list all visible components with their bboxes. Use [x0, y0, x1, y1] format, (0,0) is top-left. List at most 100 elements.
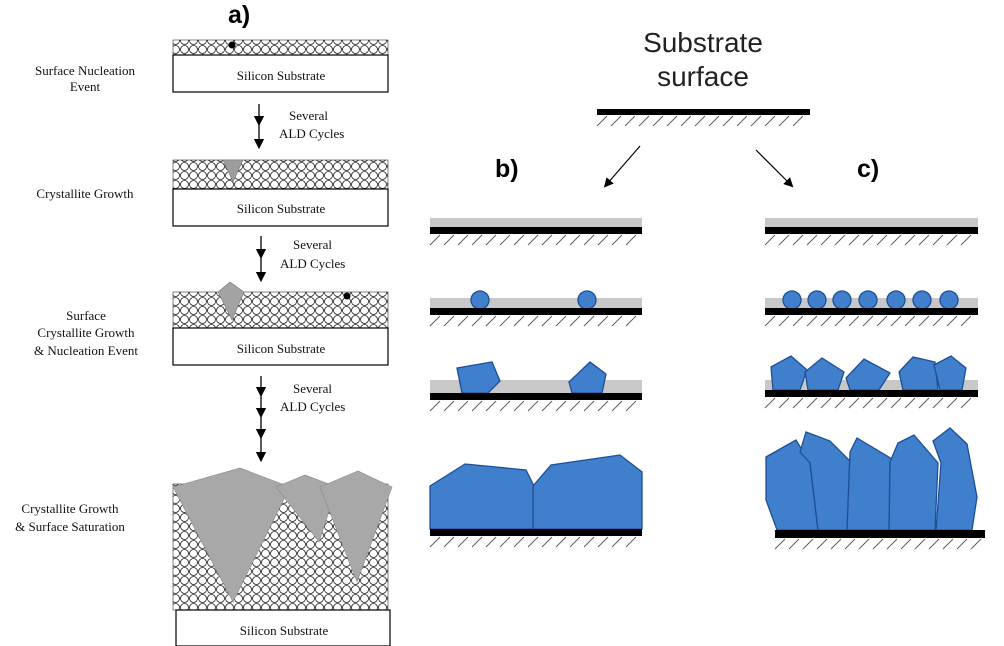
crystal-nucleus: [886, 290, 906, 310]
hatch-line: [527, 234, 539, 246]
arrow-to-c: [755, 149, 794, 188]
hatch-marks: [764, 397, 972, 409]
silicon-substrate-label: Silicon Substrate: [237, 201, 326, 216]
hatch-line: [569, 400, 581, 412]
hatch-line: [858, 538, 870, 550]
hatch-line: [596, 115, 608, 127]
substrate-title-line1: Substrate: [643, 27, 763, 58]
hatch-line: [890, 234, 902, 246]
substrate-bar: [775, 530, 985, 538]
hatch-line: [848, 234, 860, 246]
crystal-grain: [770, 355, 808, 391]
substrate-surface-header: Substrate surface: [596, 27, 810, 188]
hatch-line: [764, 397, 776, 409]
crystal-nucleus: [470, 290, 490, 310]
crystal-nucleus: [782, 290, 802, 310]
hatch-line: [694, 115, 706, 127]
hatch-line: [876, 234, 888, 246]
silicon-substrate-box: [172, 54, 389, 93]
substrate-bar-top: [597, 109, 810, 115]
circle-layer: [172, 39, 389, 56]
stage-label: & Surface Saturation: [15, 519, 125, 534]
hatch-line: [918, 234, 930, 246]
hatch-line: [527, 536, 539, 548]
crystal-grain: [932, 427, 978, 531]
hatch-line: [429, 400, 441, 412]
stage-label: & Nucleation Event: [34, 343, 138, 358]
hatch-line: [499, 234, 511, 246]
hatch-line: [485, 234, 497, 246]
hatch-marks: [429, 315, 637, 327]
grey-crystallite: [222, 159, 244, 183]
hatch-line: [806, 315, 818, 327]
hatch-line: [820, 397, 832, 409]
hatch-line: [904, 397, 916, 409]
hatch-line: [457, 234, 469, 246]
hatch-line: [429, 234, 441, 246]
hatch-line: [764, 234, 776, 246]
hatch-line: [834, 397, 846, 409]
hatch-line: [429, 536, 441, 548]
hatch-line: [485, 400, 497, 412]
hatch-marks: [429, 234, 637, 246]
hatch-line: [471, 536, 483, 548]
hatch-line: [569, 536, 581, 548]
hatch-marks: [429, 400, 637, 412]
hatch-line: [611, 400, 623, 412]
crystal-nucleus: [577, 290, 597, 310]
substrate-bar: [765, 308, 978, 315]
hatch-line: [471, 400, 483, 412]
substrate-bar: [430, 529, 642, 536]
crystal-nucleus: [912, 290, 932, 310]
hatch-line: [774, 538, 786, 550]
hatch-line: [443, 315, 455, 327]
crystal-grain: [898, 356, 939, 391]
circle-layer: [172, 291, 389, 329]
hatch-line: [443, 234, 455, 246]
hatch-line: [792, 315, 804, 327]
hatch-line: [792, 397, 804, 409]
hatch-line: [904, 234, 916, 246]
hatch-line: [527, 400, 539, 412]
hatch-line: [555, 234, 567, 246]
hatch-line: [625, 234, 637, 246]
stage-label: Surface: [66, 308, 106, 323]
hatch-line: [680, 115, 692, 127]
hatch-line: [457, 536, 469, 548]
grey-crystallite: [319, 470, 393, 583]
hatch-line: [569, 315, 581, 327]
hatch-line: [513, 400, 525, 412]
hatch-marks: [596, 115, 804, 127]
hatch-line: [960, 397, 972, 409]
hatch-line: [555, 536, 567, 548]
hatch-line: [457, 315, 469, 327]
hatch-line: [583, 536, 595, 548]
panel-label-c: c): [857, 155, 879, 183]
panel-b: [429, 218, 643, 548]
hatch-line: [471, 234, 483, 246]
stage-label: Event: [70, 79, 101, 94]
hatch-line: [624, 115, 636, 127]
hatch-line: [830, 538, 842, 550]
crystal-grain: [845, 358, 891, 391]
silicon-substrate-label: Silicon Substrate: [237, 341, 326, 356]
hatch-line: [555, 400, 567, 412]
hatch-line: [932, 234, 944, 246]
hatch-line: [806, 397, 818, 409]
cycles-label: Several: [293, 381, 332, 396]
hatch-line: [625, 315, 637, 327]
hatch-line: [918, 315, 930, 327]
hatch-line: [946, 315, 958, 327]
hatch-line: [960, 234, 972, 246]
hatch-line: [471, 315, 483, 327]
hatch-line: [499, 315, 511, 327]
hatch-line: [541, 315, 553, 327]
stage-label: Crystallite Growth: [36, 186, 134, 201]
crystal-grain: [568, 361, 607, 394]
stage-label: Crystallite Growth: [21, 501, 119, 516]
hatch-line: [928, 538, 940, 550]
hatch-line: [914, 538, 926, 550]
hatch-line: [890, 315, 902, 327]
panel-c: [764, 218, 985, 550]
